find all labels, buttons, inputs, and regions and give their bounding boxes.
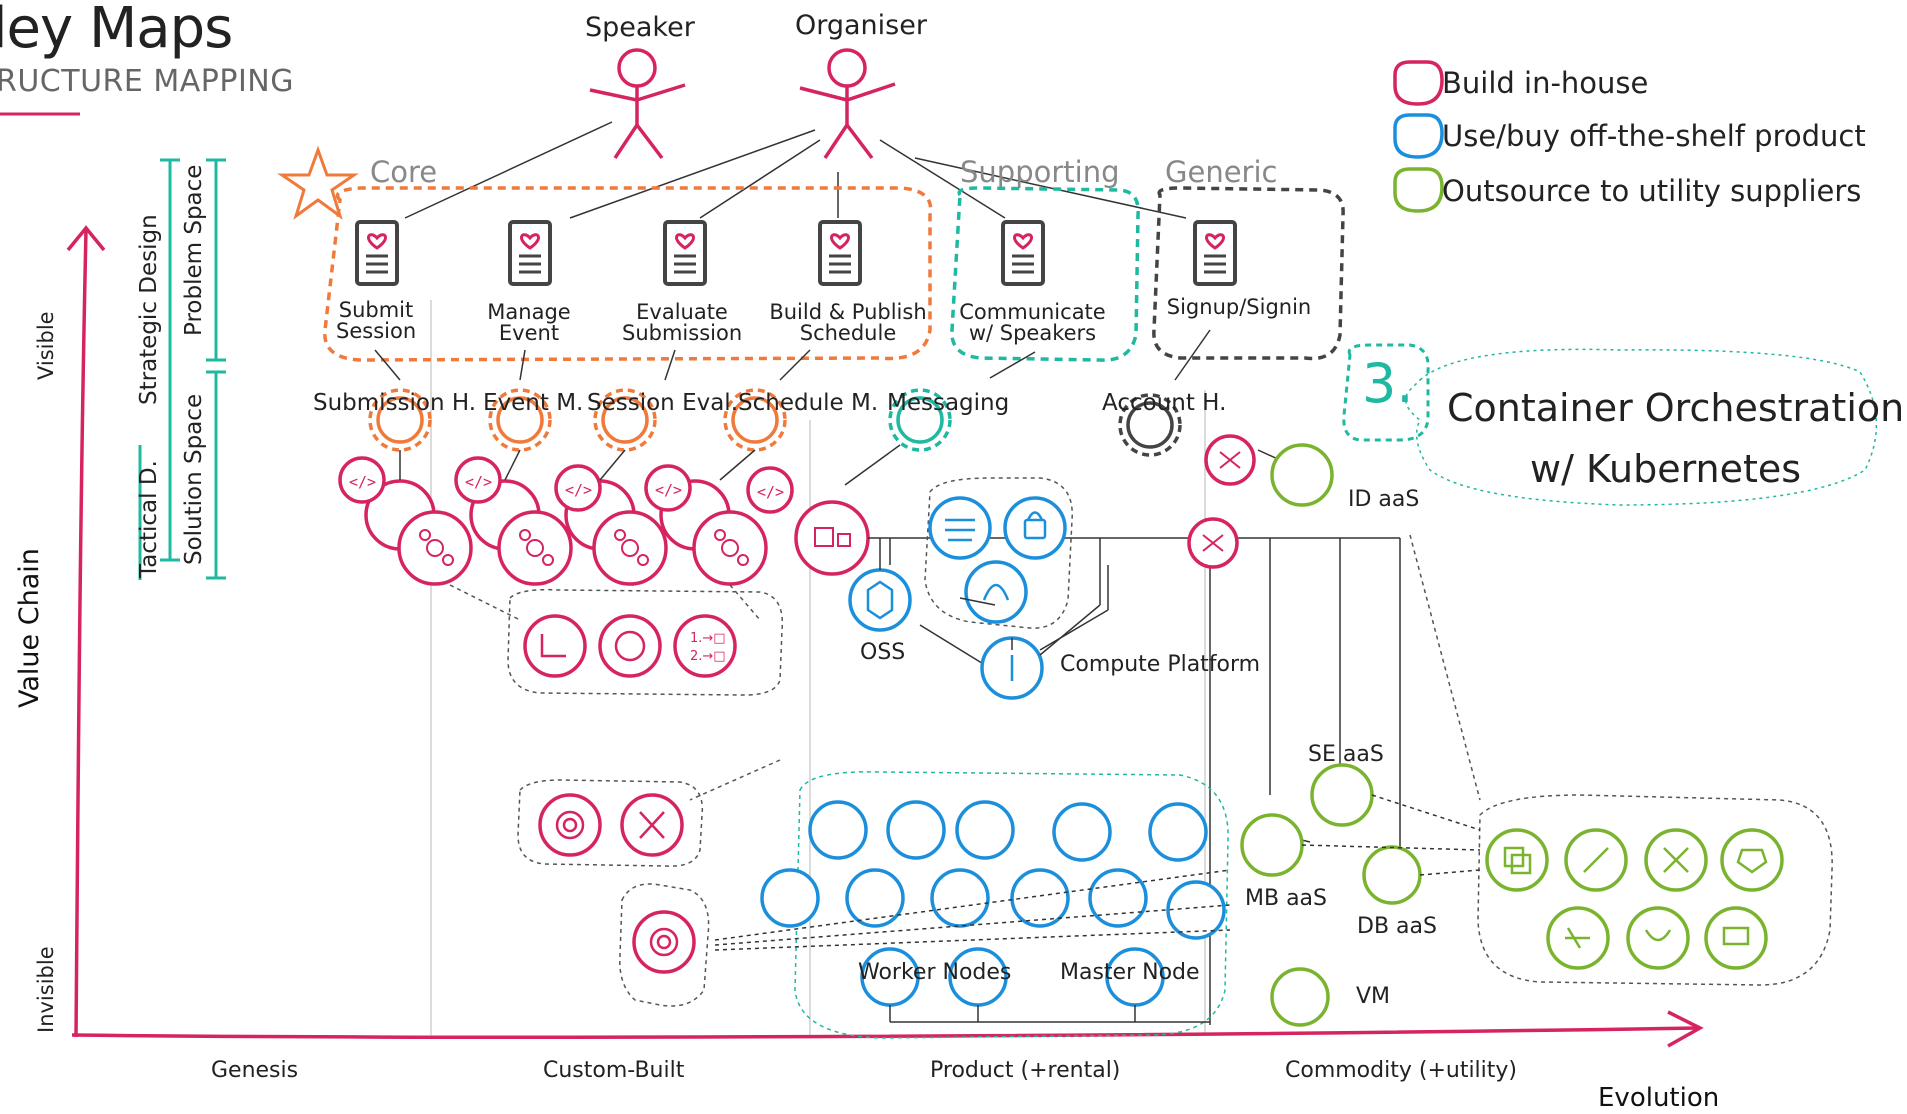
core-star-icon xyxy=(277,145,359,220)
capability-communicate: Communicate w/ Speakers xyxy=(959,300,1106,345)
evolution-axis xyxy=(71,1010,1704,1048)
label-tactical-design: Tactical D. xyxy=(136,460,162,578)
generic-context-box xyxy=(1152,186,1345,361)
supporting-context-box xyxy=(950,186,1140,362)
utility-links xyxy=(714,794,1481,951)
svg-text:</>: </> xyxy=(565,481,592,499)
communicate-doc-icon xyxy=(1003,222,1043,284)
axis-value-chain: Value Chain xyxy=(14,548,45,708)
module-submission: Submission H. xyxy=(313,390,477,416)
stage-product: Product (+rental) xyxy=(930,1058,1121,1083)
svg-text:</>: </> xyxy=(465,473,492,491)
kubernetes-callout-bubble xyxy=(1405,348,1878,506)
svg-text:</>: </> xyxy=(349,473,376,491)
evaluate-submission-doc-icon xyxy=(665,222,705,284)
capability-evaluate-submission: Evaluate Submission xyxy=(622,300,743,345)
zone-generic: Generic xyxy=(1165,155,1278,189)
module-schedule: Schedule M. xyxy=(738,390,879,416)
module-cluster-links xyxy=(399,444,901,486)
module-messaging: Messaging xyxy=(887,390,1010,416)
core-context-box xyxy=(323,186,933,362)
page-title: ley Maps xyxy=(0,0,233,61)
manage-event-doc-icon xyxy=(510,222,550,284)
component-oss: OSS xyxy=(860,640,906,665)
persona-organiser: Organiser xyxy=(795,10,927,41)
component-compute-platform: Compute Platform xyxy=(1060,652,1261,677)
side-brackets xyxy=(138,158,226,580)
id-security-icons xyxy=(1187,434,1256,569)
axis-visible: Visible xyxy=(34,311,58,380)
module-circles xyxy=(368,388,1182,457)
label-solution-space: Solution Space xyxy=(181,393,207,565)
callout-title-line1: Container Orchestration xyxy=(1447,386,1905,430)
submit-session-doc-icon xyxy=(357,222,397,284)
svg-text:1.→□: 1.→□ xyxy=(690,631,726,646)
label-problem-space: Problem Space xyxy=(181,164,207,336)
legend-utility: Outsource to utility suppliers xyxy=(1442,174,1862,208)
legend-inhouse: Build in-house xyxy=(1442,66,1649,100)
svg-text:</>: </> xyxy=(757,483,784,501)
node-base-lines xyxy=(889,1005,1210,1023)
component-id-aas: ID aaS xyxy=(1348,487,1420,512)
module-account: Account H. xyxy=(1102,390,1227,416)
blue-components xyxy=(760,496,1226,1007)
pink-support-glyphs: 1.→□ 2.→□ xyxy=(540,630,726,957)
organiser-figure-icon xyxy=(799,48,896,160)
zone-supporting: Supporting xyxy=(960,155,1120,189)
blue-glyphs xyxy=(866,511,1047,681)
speaker-figure-icon xyxy=(589,48,686,160)
inhouse-service-cluster xyxy=(338,456,870,586)
callout-title-line2: w/ Kubernetes xyxy=(1530,447,1802,491)
green-glyphs xyxy=(1503,846,1768,949)
page-subtitle: RUCTURE MAPPING xyxy=(0,64,294,99)
axis-evolution: Evolution xyxy=(1598,1083,1720,1113)
persona-speaker: Speaker xyxy=(585,12,695,43)
stage-commodity: Commodity (+utility) xyxy=(1285,1058,1518,1083)
component-db-aas: DB aaS xyxy=(1357,914,1437,939)
component-worker-nodes: Worker Nodes xyxy=(858,960,1012,985)
persona-links xyxy=(404,121,1187,219)
capability-signup-signin: Signup/Signin xyxy=(1166,295,1312,319)
schedule-doc-icon xyxy=(820,222,860,284)
callout-number: 3. xyxy=(1362,352,1414,415)
component-vm: VM xyxy=(1356,984,1391,1009)
capability-manage-event: Manage Event xyxy=(487,300,571,345)
capability-module-links xyxy=(374,329,1211,381)
stage-genesis: Genesis xyxy=(211,1058,299,1083)
svg-text:</>: </> xyxy=(655,481,682,499)
svg-text:2.→□: 2.→□ xyxy=(690,649,726,664)
green-components xyxy=(1240,443,1784,1027)
label-strategic-design: Strategic Design xyxy=(136,214,162,405)
component-mb-aas: MB aaS xyxy=(1245,886,1327,911)
kubernetes-group-outline xyxy=(794,771,1229,1039)
component-se-aas: SE aaS xyxy=(1308,742,1384,767)
capability-build-publish-schedule: Build & Publish Schedule xyxy=(769,300,927,345)
value-chain-axis xyxy=(66,225,106,1038)
blue-links xyxy=(879,538,1101,656)
backbone-lines xyxy=(868,449,1401,1025)
axis-invisible: Invisible xyxy=(34,946,58,1033)
pink-support-icons xyxy=(523,614,737,974)
legend-product: Use/buy off-the-shelf product xyxy=(1442,119,1866,153)
signup-doc-icon xyxy=(1195,222,1235,284)
component-master-node: Master Node xyxy=(1060,960,1200,985)
zone-core: Core xyxy=(370,155,438,189)
group-outlines xyxy=(449,477,1481,1007)
service-glyphs: </> </> </> </> </> xyxy=(349,473,851,566)
stage-custom-built: Custom-Built xyxy=(543,1058,685,1083)
legend-swatches xyxy=(1393,60,1444,213)
capability-submit-session: Submit Session xyxy=(336,298,417,343)
module-event: Event M. xyxy=(483,390,584,416)
module-session-eval: Session Eval. xyxy=(587,390,739,416)
